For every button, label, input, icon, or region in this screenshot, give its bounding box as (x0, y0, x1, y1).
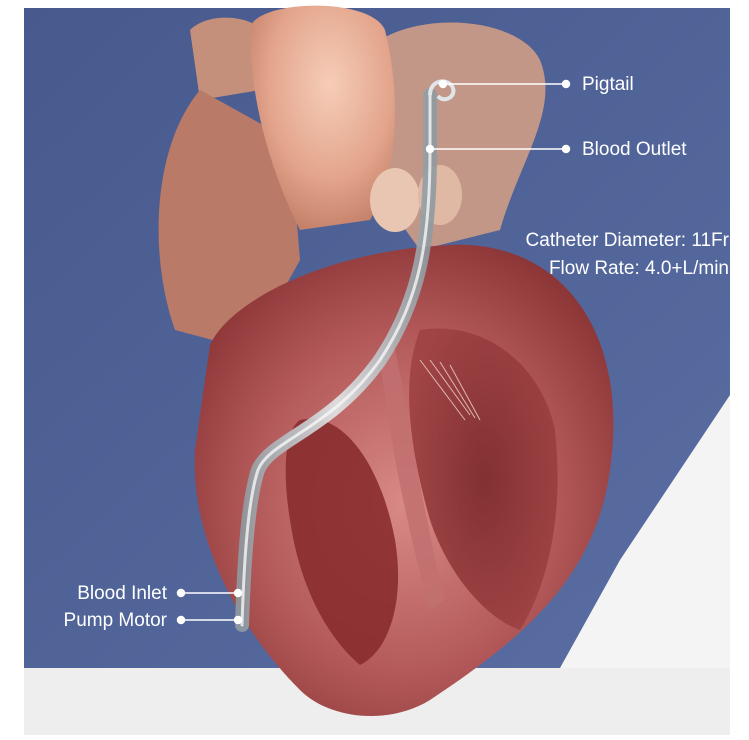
catheter-diameter-spec: Catheter Diameter: 11Fr (526, 230, 729, 252)
label-pump-motor: Pump Motor (64, 610, 167, 632)
flow-rate-spec: Flow Rate: 4.0+L/min (549, 258, 729, 280)
label-blood-outlet: Blood Outlet (582, 139, 687, 161)
aortic-valve-left (370, 168, 420, 232)
label-pigtail: Pigtail (582, 74, 634, 96)
label-blood-inlet: Blood Inlet (77, 583, 167, 605)
